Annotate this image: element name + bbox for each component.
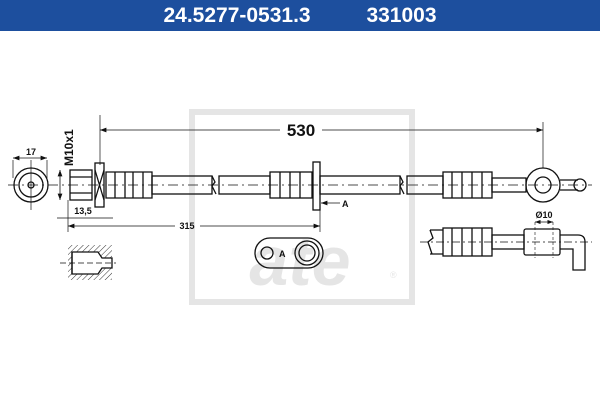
bracket-flange [312, 161, 321, 211]
section-a-arrow-label: A [342, 199, 349, 209]
part-number: 24.5277-0531.3 [163, 4, 311, 27]
watermark-registered: ® [390, 270, 397, 280]
dim-nut-length: 13,5 [74, 206, 92, 216]
ref-number: 331003 [366, 4, 437, 27]
dim-eye-diameter: Ø10 [535, 210, 552, 220]
section-a-badge [254, 237, 324, 269]
dim-total-length: 530 [287, 121, 315, 140]
dim-thread: M10x1 [62, 129, 76, 166]
male-nut [57, 162, 105, 208]
banjo-side-view [420, 219, 592, 271]
dim-hex-size: 17 [26, 147, 36, 157]
header-bar: 24.5277-0531.3 331003 [0, 0, 600, 31]
crimp-ferrule [105, 171, 153, 199]
watermark-logo: ate [249, 222, 350, 300]
crimp-ferrule [269, 171, 313, 199]
thread-section-view [60, 245, 116, 280]
section-a-badge-label: A [279, 249, 286, 259]
fitting-end-view [12, 155, 49, 210]
dim-partial-length: 315 [179, 221, 194, 231]
ate-watermark: ate ® [189, 109, 415, 305]
